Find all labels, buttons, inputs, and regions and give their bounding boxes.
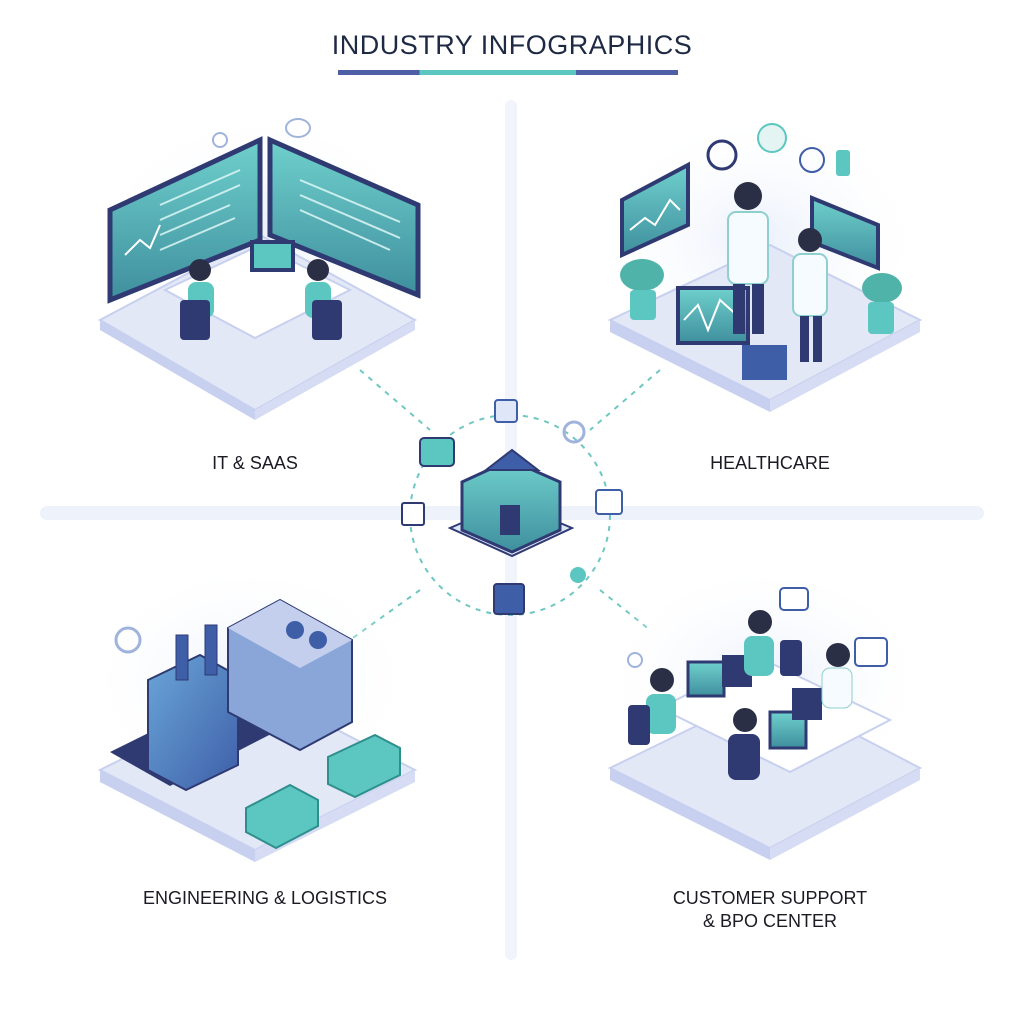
sector-label-it-saas: IT & SAAS (212, 453, 298, 473)
customer-support-scene (595, 560, 935, 860)
sector-label-line: & BPO CENTER (702, 911, 838, 931)
sector-label-engineering: ENGINEERING & LOGISTICS (142, 888, 388, 908)
chat-bubble-icon (854, 637, 888, 667)
it-desk (162, 243, 353, 340)
chat-bubble-icon (779, 587, 809, 611)
laptop-icon (401, 502, 425, 526)
agent-head (748, 610, 772, 634)
settings-panel-icon (494, 399, 518, 423)
page-title: INDUSTRY INFOGRAPHICS (331, 30, 693, 60)
lightbulb-icon (562, 420, 586, 444)
vitals-monitor-right (810, 195, 880, 271)
engineering-scene (80, 560, 420, 862)
pill-icon (757, 123, 787, 153)
vitals-monitor-left (620, 161, 690, 259)
title-underline (338, 70, 678, 75)
doctor-head (734, 182, 762, 210)
nurse-head (798, 228, 822, 252)
plant-left (620, 259, 664, 291)
headset-icon (627, 652, 643, 668)
it-saas-scene (90, 110, 430, 420)
agent-head (650, 668, 674, 692)
truck-small (245, 783, 319, 850)
factory-building (147, 653, 239, 792)
document-icon (595, 489, 623, 515)
central-hub (401, 399, 623, 615)
plant-right (862, 273, 902, 303)
agent-head (826, 643, 850, 667)
healthcare-scene (590, 110, 930, 412)
developer-right-head (307, 259, 329, 281)
gear-icon (706, 139, 738, 171)
cloud-icon (285, 118, 311, 138)
sector-label-customer-support: CUSTOMER SUPPORT & BPO CENTER (620, 887, 920, 933)
sector-label-line: CUSTOMER SUPPORT (672, 888, 868, 908)
medicine-bottle-icon (836, 150, 850, 176)
sector-label-healthcare: HEALTHCARE (710, 453, 830, 473)
agent-monitor (686, 660, 726, 698)
chat-bubble-icon (419, 437, 455, 467)
stethoscope-icon (799, 147, 825, 173)
database-icon (493, 583, 525, 615)
developer-left-head (189, 259, 211, 281)
right-monitor-wall (267, 136, 421, 299)
agent-monitor (792, 688, 822, 720)
at-sign-icon (212, 132, 228, 148)
headset-icon (570, 567, 586, 583)
gear-icon (114, 626, 142, 654)
truck-large (327, 733, 401, 799)
agent-head (733, 708, 757, 732)
